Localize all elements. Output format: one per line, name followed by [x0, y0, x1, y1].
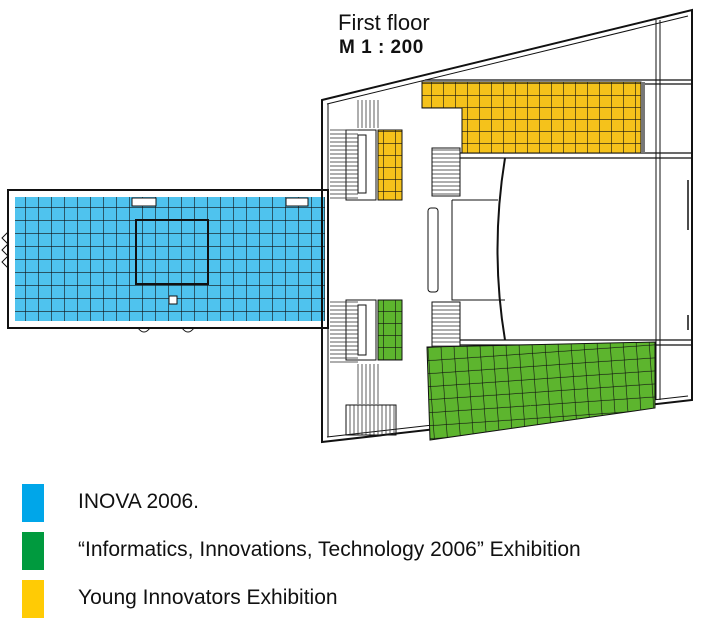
stairs-bottom [355, 364, 380, 404]
legend-swatch-inova [22, 484, 44, 522]
legend-label-informatics: “Informatics, Innovations, Technology 20… [78, 538, 581, 562]
legend-swatch-young-innovators [22, 580, 44, 618]
stairs-stage-lower [432, 302, 460, 352]
stairs-upper-left [330, 128, 358, 200]
zone-inova [2, 190, 328, 332]
plan-title: First floor [338, 10, 430, 36]
plan-scale: M 1 : 200 [339, 37, 424, 59]
stairs-stage-upper [432, 148, 460, 196]
stairs-lower-left [330, 300, 358, 364]
stairs-top [355, 100, 380, 128]
legend-swatch-informatics [22, 532, 44, 570]
legend-label-inova: INOVA 2006. [78, 490, 199, 514]
floor-plan-drawing [0, 0, 714, 460]
zone-informatics [378, 300, 655, 440]
legend-label-young-innovators: Young Innovators Exhibition [78, 586, 338, 610]
zone-young-innovators [378, 82, 645, 200]
